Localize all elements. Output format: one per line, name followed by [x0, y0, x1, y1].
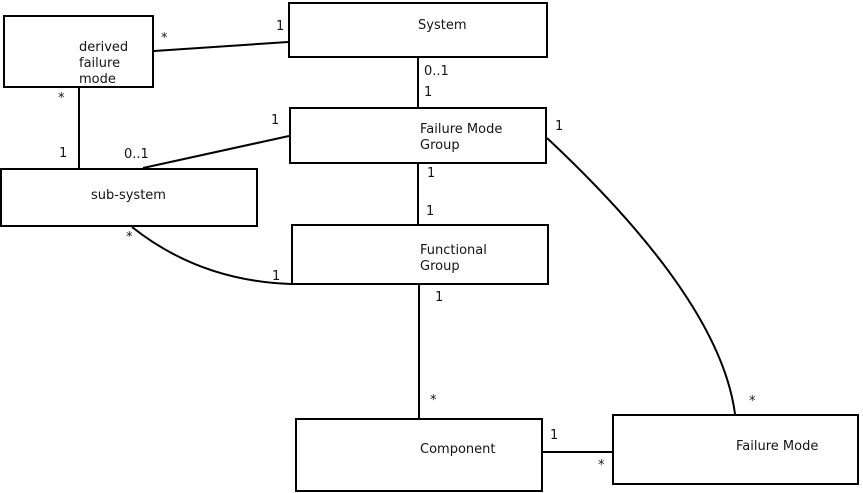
multiplicity-label: 1 — [426, 204, 435, 219]
class-name-line: failure — [79, 56, 121, 71]
class-name-functional-group: Functional Group — [420, 243, 487, 275]
multiplicity-label: 1 — [276, 19, 285, 34]
multiplicity-label: 1 — [59, 146, 68, 161]
class-name-line: Functional — [420, 243, 487, 258]
multiplicity-label: * — [598, 458, 605, 473]
class-name-line: derived — [79, 40, 129, 55]
class-name-line: Failure Mode — [420, 122, 503, 137]
class-name-line: mode — [79, 72, 116, 87]
class-name-sub-system: sub-system — [91, 188, 166, 204]
class-name-system: System — [418, 18, 466, 34]
multiplicity-label: * — [58, 91, 65, 106]
multiplicity-label: 1 — [555, 119, 564, 134]
class-box-failure-mode-group: Failure Mode Group — [289, 107, 547, 164]
multiplicity-label: * — [749, 394, 756, 409]
multiplicity-label: 1 — [550, 428, 559, 443]
class-name-line: sub-system — [91, 188, 166, 203]
multiplicity-label: 1 — [272, 269, 281, 284]
class-name-line: System — [418, 18, 467, 33]
multiplicity-label: 1 — [271, 113, 280, 128]
edge-failure-mode-group--failure-mode — [546, 137, 736, 415]
edge-sub-system--failure-mode-group — [142, 135, 290, 169]
class-name-line: Failure Mode — [736, 439, 819, 454]
multiplicity-label: 0..1 — [124, 147, 149, 162]
class-box-failure-mode: Failure Mode — [612, 414, 859, 485]
multiplicity-label: 1 — [435, 290, 444, 305]
class-name-component: Component — [420, 442, 495, 458]
class-box-sub-system: sub-system — [0, 168, 258, 227]
multiplicity-label: * — [430, 393, 437, 408]
class-name-failure-mode: Failure Mode — [736, 439, 818, 455]
class-box-component: Component — [295, 418, 543, 492]
multiplicity-label: 1 — [424, 85, 433, 100]
class-box-functional-group: Functional Group — [291, 224, 549, 285]
multiplicity-label: 0..1 — [424, 64, 449, 79]
multiplicity-label: * — [126, 230, 133, 245]
class-name-line: Component — [420, 442, 496, 457]
class-box-system: System — [288, 2, 548, 58]
multiplicity-label: * — [161, 31, 168, 46]
class-name-line: Group — [420, 138, 460, 153]
multiplicity-label: 1 — [427, 166, 436, 181]
edge-sub-system--functional-group — [131, 226, 292, 285]
edge-derived-failure-mode--system — [153, 41, 289, 52]
class-name-line: Group — [420, 259, 460, 274]
class-box-derived-failure-mode: derived failure mode — [3, 15, 154, 88]
class-name-failure-mode-group: Failure Mode Group — [420, 122, 502, 154]
class-name-derived-failure-mode: derived failure mode — [79, 40, 128, 88]
